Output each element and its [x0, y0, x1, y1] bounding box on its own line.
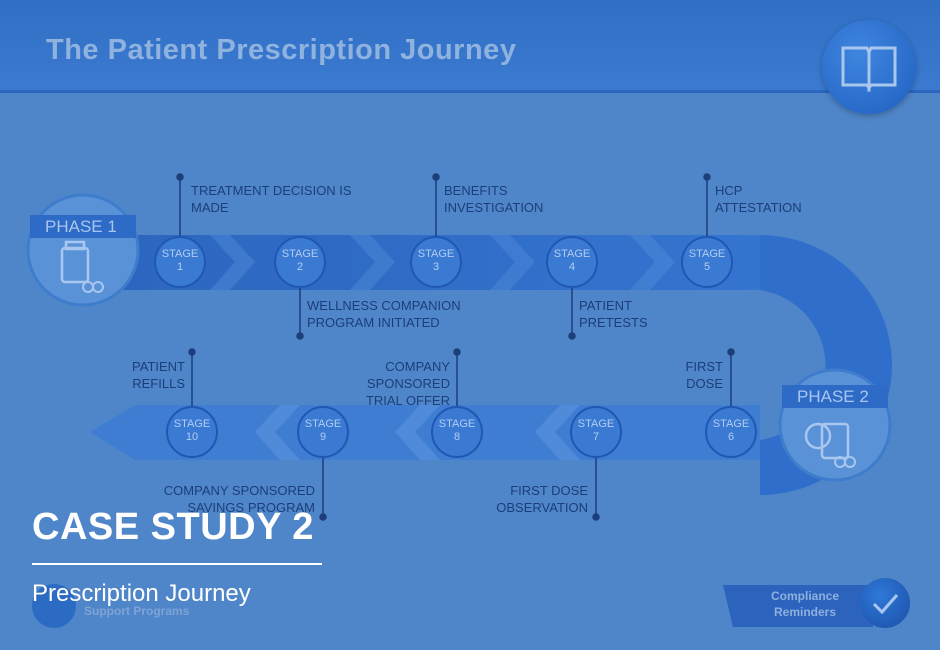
stage-1-label: TREATMENT DECISION IS MADE — [191, 183, 352, 215]
case-study-title: CASE STUDY 2 — [32, 506, 314, 548]
support-programs-icon — [32, 584, 76, 628]
stage-10-circle — [166, 406, 218, 458]
stage-3-label: BENEFITS INVESTIGATION — [444, 183, 544, 215]
stage-4-circle — [546, 236, 598, 288]
support-programs-label: Support Programs — [84, 604, 190, 618]
stage-2-circle — [274, 236, 326, 288]
stage-5-circle — [681, 236, 733, 288]
stage-3-circle — [410, 236, 462, 288]
header-bar: The Patient Prescription Journey — [0, 0, 940, 93]
checkmark-icon — [860, 578, 910, 628]
phase-1-label: PHASE 1 — [45, 217, 117, 236]
stage-8-label: COMPANY SPONSORED TRIAL OFFER — [365, 359, 450, 408]
compliance-reminders-label: Compliance Reminders — [770, 589, 839, 619]
title-divider — [32, 563, 322, 565]
stage-8-circle — [431, 406, 483, 458]
stage-2-label: WELLNESS COMPANION PROGRAM INITIATED — [307, 298, 461, 330]
compliance-reminders-pill — [723, 585, 873, 627]
stage-1-circle — [154, 236, 206, 288]
stage-9-label: COMPANY SPONSORED SAVINGS PROGRAM — [163, 483, 315, 515]
stage-10-label: PATIENT REFILLS — [132, 359, 185, 391]
phase-2-label: PHASE 2 — [797, 387, 869, 406]
stage-7-label: FIRST DOSE OBSERVATION — [496, 483, 588, 515]
page-title: The Patient Prescription Journey — [46, 34, 517, 66]
stage-5-label: HCP ATTESTATION — [715, 183, 802, 215]
book-icon — [822, 20, 916, 114]
stage-6-label: FIRST DOSE — [685, 359, 723, 391]
phase-1-badge — [26, 193, 140, 307]
phase-2-badge — [778, 368, 892, 482]
stage-6-circle — [705, 406, 757, 458]
stage-9-circle — [297, 406, 349, 458]
stage-4-label: PATIENT PRETESTS — [579, 298, 648, 330]
case-study-subtitle: Prescription Journey — [32, 580, 251, 607]
stage-7-circle — [570, 406, 622, 458]
